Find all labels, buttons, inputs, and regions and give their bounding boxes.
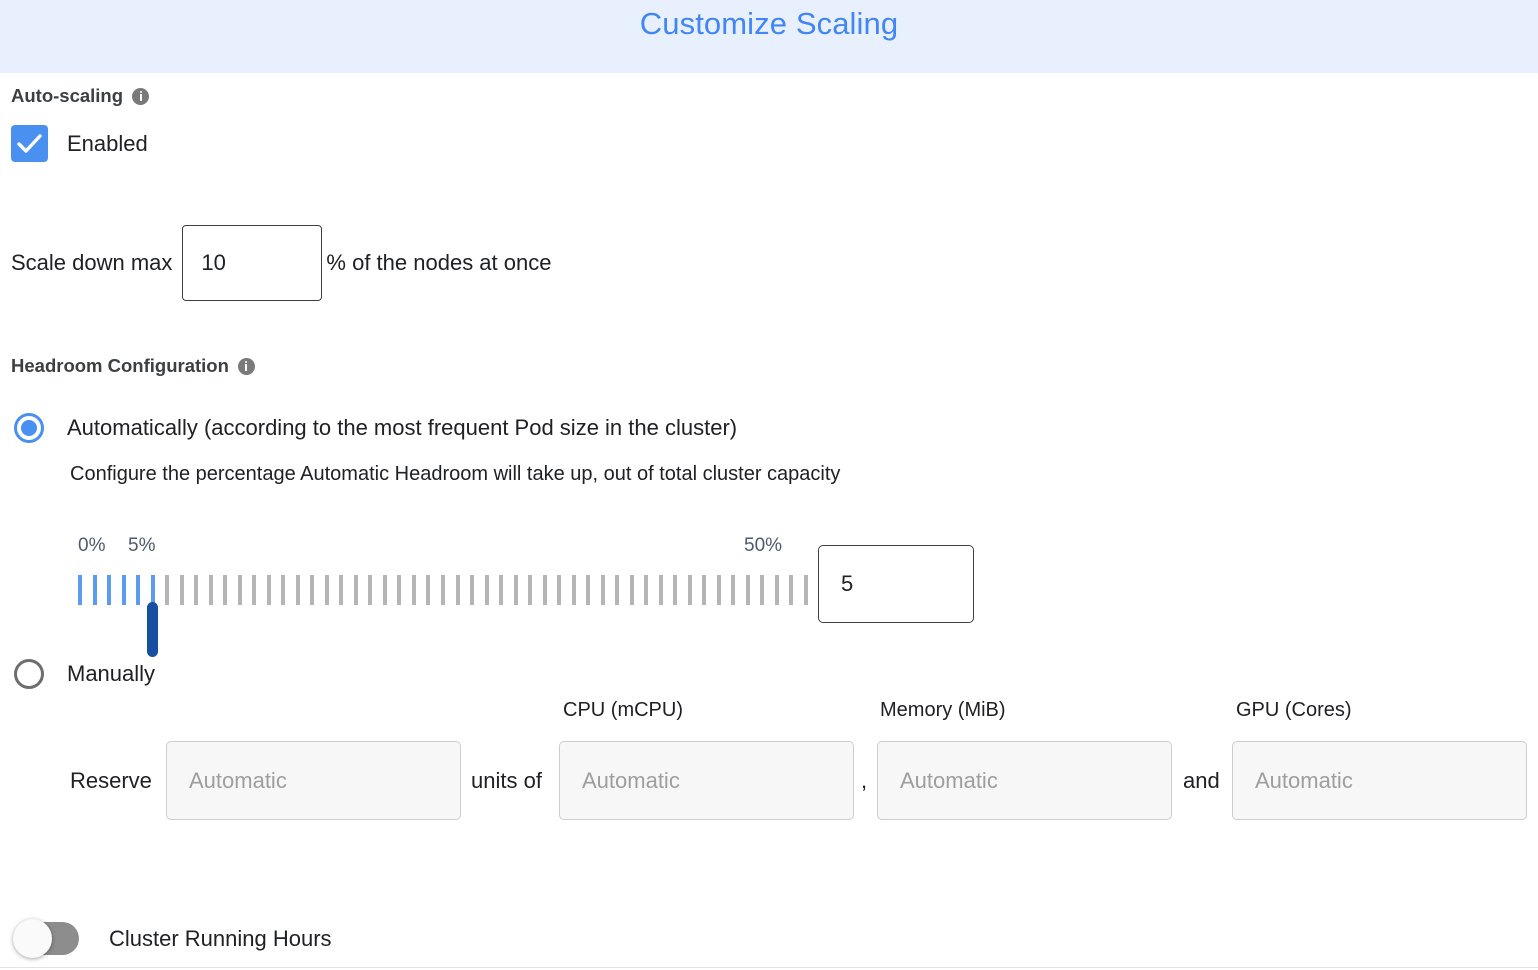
slider-tick[interactable] [499, 575, 504, 605]
slider-tick[interactable] [673, 575, 678, 605]
slider-tick[interactable] [281, 575, 286, 605]
slider-tick[interactable] [774, 575, 779, 605]
slider-tick[interactable] [194, 575, 199, 605]
slider-tick[interactable] [266, 575, 271, 605]
slider-tick[interactable] [295, 575, 300, 605]
slider-tick[interactable] [571, 575, 576, 605]
scale-down-max-suffix: % of the nodes at once [326, 250, 552, 275]
slider-tick[interactable] [382, 575, 387, 605]
reserve-label: Reserve [70, 768, 152, 793]
slider-tick[interactable] [208, 575, 213, 605]
reserve-units-input[interactable] [166, 741, 461, 820]
cluster-running-hours-toggle[interactable] [13, 919, 79, 958]
headroom-percentage-input[interactable] [818, 545, 974, 623]
info-icon[interactable] [132, 87, 150, 105]
slider-tick[interactable] [310, 575, 315, 605]
auto-scaling-enabled-row[interactable]: Enabled [11, 125, 148, 162]
headroom-configuration-label-text: Headroom Configuration [11, 355, 229, 376]
slider-tick[interactable] [600, 575, 605, 605]
slider-tick[interactable] [716, 575, 721, 605]
page-title: Customize Scaling [639, 6, 899, 41]
toggle-knob [13, 919, 52, 958]
headroom-automatic-description: Configure the percentage Automatic Headr… [70, 463, 841, 485]
slider-tick[interactable] [78, 575, 82, 605]
slider-tick[interactable] [136, 575, 141, 605]
slider-tick[interactable] [731, 575, 736, 605]
and-label: and [1183, 768, 1220, 793]
slider-tick[interactable] [702, 575, 707, 605]
slider-tick[interactable] [324, 575, 329, 605]
cluster-running-hours-row[interactable]: Cluster Running Hours [13, 919, 332, 958]
slider-tick[interactable] [789, 575, 794, 605]
info-icon[interactable] [237, 357, 255, 375]
slider-tick[interactable] [586, 575, 591, 605]
slider-tick[interactable] [411, 575, 416, 605]
slider-tick[interactable] [179, 575, 184, 605]
bottom-divider [0, 967, 1538, 968]
headroom-option-manual[interactable]: Manually [14, 659, 155, 689]
slider-tick[interactable] [92, 575, 97, 605]
slider-tick[interactable] [557, 575, 562, 605]
headroom-configuration-section-label: Headroom Configuration [11, 355, 255, 377]
reserve-cpu-input[interactable] [559, 741, 854, 820]
reserve-gpu-input[interactable] [1232, 741, 1527, 820]
slider-tick[interactable] [513, 575, 518, 605]
headroom-option-manual-label: Manually [67, 661, 156, 686]
scale-down-max-label: Scale down max [11, 250, 173, 275]
slider-tick[interactable] [528, 575, 533, 605]
slider-tick[interactable] [615, 575, 620, 605]
slider-tick[interactable] [237, 575, 242, 605]
slider-tick[interactable] [760, 575, 765, 605]
slider-tick[interactable] [745, 575, 750, 605]
auto-scaling-section-label: Auto-scaling [11, 85, 150, 107]
slider-tick[interactable] [150, 575, 155, 605]
slider-tick[interactable] [804, 575, 808, 605]
slider-tick[interactable] [397, 575, 402, 605]
scale-down-max-row: Scale down max % of the nodes at once [11, 225, 551, 301]
slider-tick[interactable] [644, 575, 649, 605]
auto-scaling-enabled-checkbox[interactable] [11, 125, 48, 162]
headroom-option-automatic[interactable]: Automatically (according to the most fre… [14, 413, 737, 443]
slider-tick[interactable] [426, 575, 431, 605]
page-header: Customize Scaling [0, 0, 1538, 73]
units-of-label: units of [471, 768, 542, 793]
slider-tick[interactable] [470, 575, 475, 605]
slider-current-label: 5% [128, 535, 156, 556]
slider-tick[interactable] [121, 575, 126, 605]
comma-separator: , [861, 768, 868, 793]
slider-tick[interactable] [658, 575, 663, 605]
slider-tick[interactable] [339, 575, 344, 605]
slider-max-label: 50% [744, 535, 783, 556]
slider-thumb[interactable] [147, 602, 159, 657]
slider-tick[interactable] [542, 575, 547, 605]
column-header-cpu: CPU (mCPU) [563, 699, 683, 721]
slider-tick[interactable] [687, 575, 692, 605]
headroom-option-automatic-label: Automatically (according to the most fre… [67, 415, 738, 440]
auto-scaling-enabled-label: Enabled [67, 130, 148, 156]
slider-tick[interactable] [165, 575, 170, 605]
column-header-memory: Memory (MiB) [880, 699, 1006, 721]
slider-tick[interactable] [629, 575, 634, 605]
slider-tick[interactable] [252, 575, 257, 605]
slider-tick[interactable] [353, 575, 358, 605]
checkmark-icon [17, 134, 42, 153]
radio-manual-indicator[interactable] [14, 659, 44, 689]
slider-tick[interactable] [441, 575, 445, 605]
slider-tick[interactable] [223, 575, 228, 605]
slider-tick[interactable] [368, 575, 373, 605]
auto-scaling-label-text: Auto-scaling [11, 85, 124, 106]
cluster-running-hours-label: Cluster Running Hours [109, 925, 332, 951]
slider-tick[interactable] [484, 575, 489, 605]
slider-min-label: 0% [78, 535, 106, 556]
slider-tick[interactable] [107, 575, 112, 605]
reserve-memory-input[interactable] [877, 741, 1172, 820]
slider-tick[interactable] [455, 575, 460, 605]
slider-tick-track[interactable] [78, 575, 808, 657]
column-header-gpu: GPU (Cores) [1236, 699, 1352, 721]
scale-down-max-input[interactable] [182, 225, 323, 301]
radio-automatic-indicator[interactable] [14, 413, 44, 443]
